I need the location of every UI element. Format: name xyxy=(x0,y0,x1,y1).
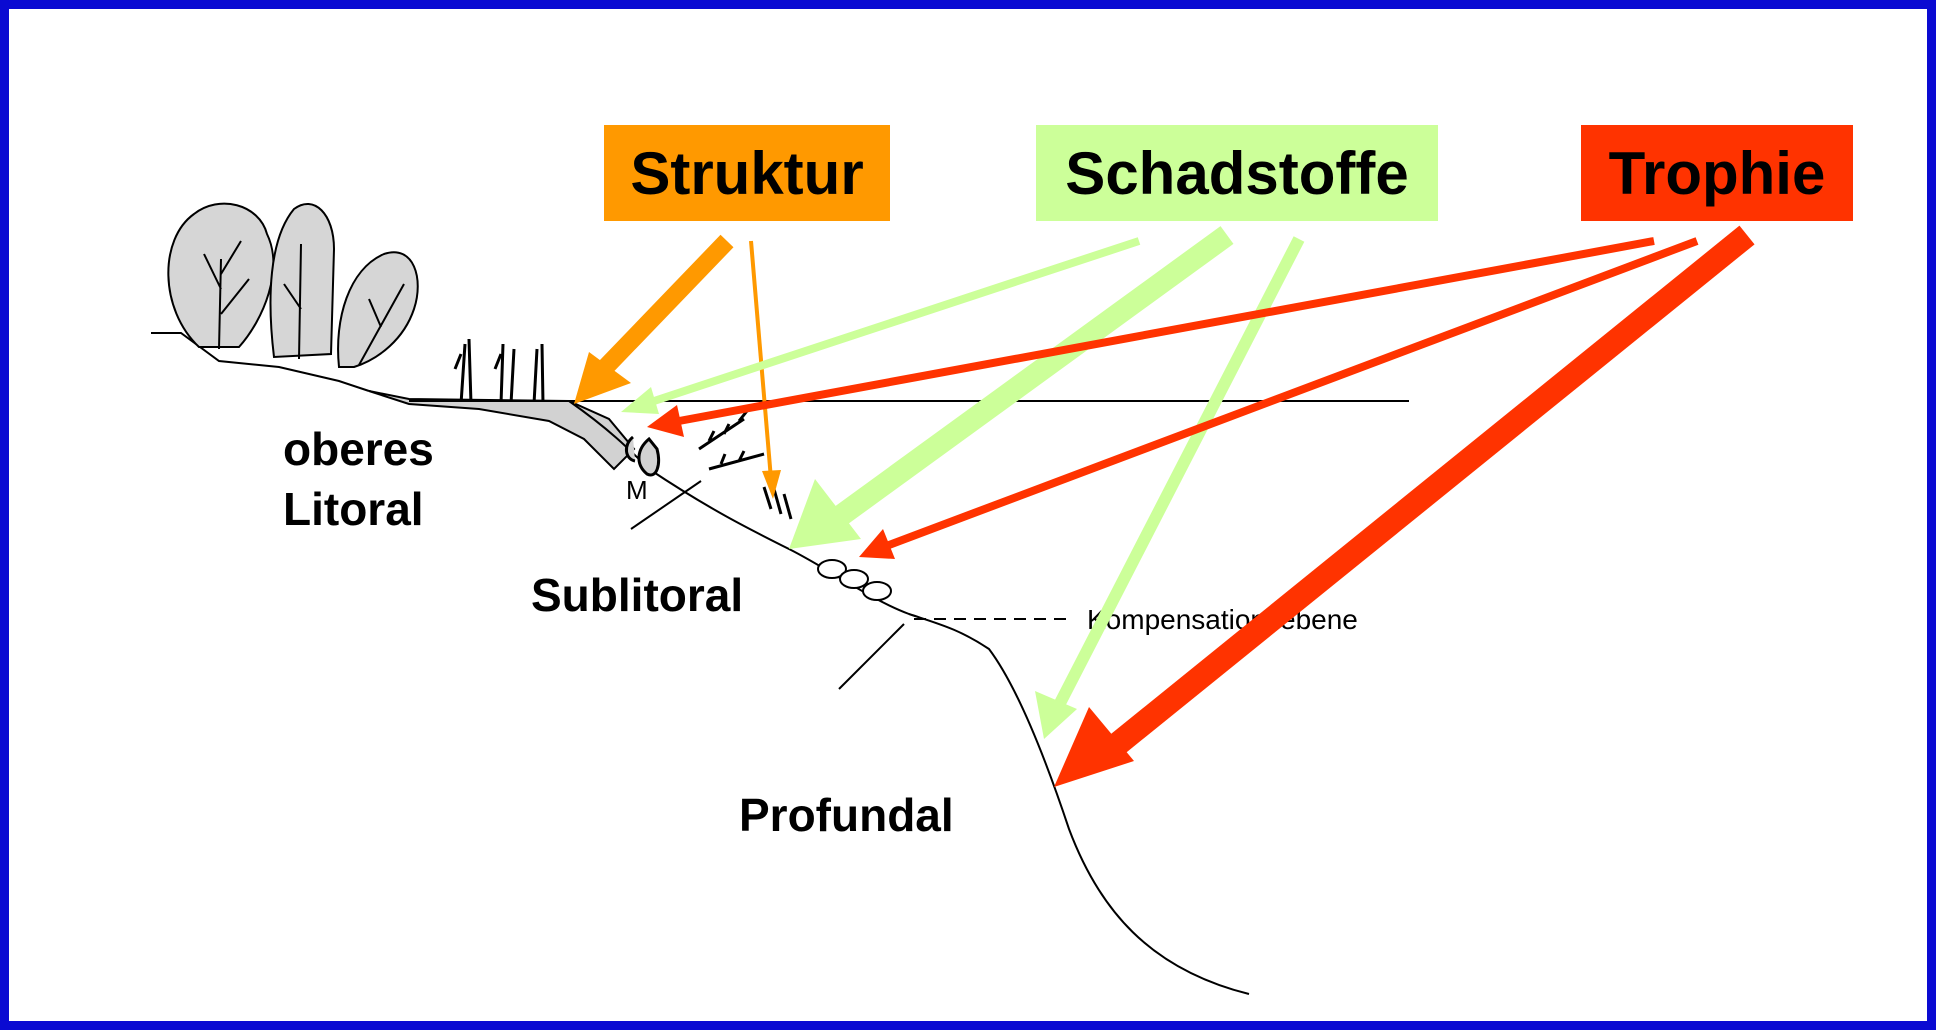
zone-label-oberes-litoral: oberes Litoral xyxy=(283,419,434,539)
arrow-struktur-thin-head xyxy=(762,470,781,499)
arrows-trophie xyxy=(647,225,1755,787)
zone-label-oberes: oberes xyxy=(283,423,434,475)
shore-line xyxy=(151,332,370,392)
compensation-label: Kompensationsebene xyxy=(1087,604,1358,635)
factor-box-schadstoffe: Schadstoffe xyxy=(1036,125,1438,221)
arrow-struktur-thick xyxy=(592,234,734,381)
factor-label-schadstoffe: Schadstoffe xyxy=(1065,139,1409,207)
tree-icon xyxy=(167,202,419,368)
reed-icon xyxy=(453,338,545,405)
slide: M Kompensationsebene xyxy=(9,9,1927,1021)
macrophyte-icon xyxy=(625,410,793,520)
factor-box-trophie: Trophie xyxy=(1581,125,1853,221)
arrow-schad-2 xyxy=(832,226,1234,526)
factor-label-trophie: Trophie xyxy=(1608,139,1826,207)
arrow-schad-1-head xyxy=(621,387,659,414)
zone-label-profundal: Profundal xyxy=(739,789,954,841)
arrow-troph-3-head xyxy=(1054,707,1134,787)
arrow-troph-3 xyxy=(1106,225,1755,757)
factor-label-struktur: Struktur xyxy=(630,139,864,207)
m-label: M xyxy=(626,475,648,505)
arrows-schadstoffe xyxy=(621,226,1305,739)
boundary-tick-sublitoral xyxy=(630,480,702,530)
arrow-schad-2-head xyxy=(789,479,861,549)
arrow-troph-2-head xyxy=(859,529,895,559)
arrow-struktur-thin xyxy=(749,240,773,480)
zone-label-sublitoral: Sublitoral xyxy=(531,569,744,621)
arrows-struktur xyxy=(574,234,781,499)
arrow-troph-2 xyxy=(887,237,1699,549)
arrow-struktur-thick-head xyxy=(574,352,631,404)
zone-label-litoral: Litoral xyxy=(283,483,424,535)
arrow-troph-1-head xyxy=(647,405,684,437)
lake-bottom-slope xyxy=(568,400,1250,995)
boundary-tick-profundal xyxy=(838,623,905,690)
arrow-schad-1 xyxy=(643,237,1141,408)
arrow-troph-1 xyxy=(678,237,1655,425)
factor-box-struktur: Struktur xyxy=(604,125,890,221)
lake-profile-diagram: M Kompensationsebene xyxy=(151,202,1755,995)
arrow-schad-3-head xyxy=(1035,691,1077,739)
stone-icon xyxy=(817,559,892,601)
